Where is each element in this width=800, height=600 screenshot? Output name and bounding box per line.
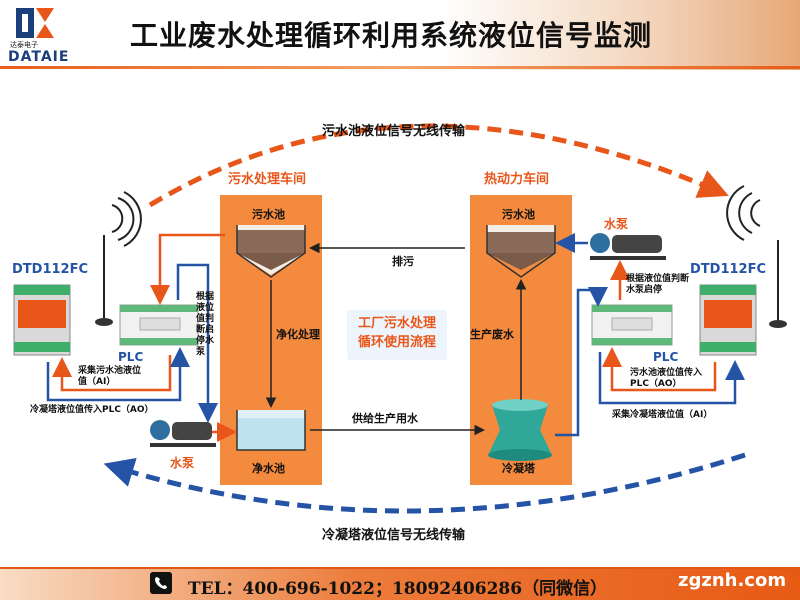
wastewater-label: 生产废水 [470, 328, 514, 341]
phone-icon [150, 572, 172, 594]
right-antenna [726, 185, 787, 328]
wireless-arc-bottom [103, 452, 746, 514]
footer-bar [0, 567, 800, 600]
process-title-box [347, 310, 447, 360]
purify-label: 净化处理 [276, 328, 320, 341]
header-bar [0, 0, 800, 70]
right-workshop-title: 热动力车间 [484, 172, 550, 187]
wireless-arc-top [148, 123, 729, 208]
left-plc-label: PLC [118, 350, 144, 364]
right-ai-blue [598, 352, 745, 405]
left-sewage-tank-label: 污水池 [252, 208, 285, 221]
right-pump-label: 水泵 [604, 217, 629, 231]
cooling-tower-label: 冷凝塔 [502, 462, 535, 475]
footer-divider [0, 567, 800, 569]
left-pump [150, 420, 216, 447]
logo-tagline: 达泰电子 [10, 41, 38, 49]
right-ao-label: 污水池液位值传入PLC（AO） [630, 368, 703, 389]
left-collect-label: 采集污水池液位值（AI） [78, 366, 142, 387]
logo-wordmark: DATAIE [8, 49, 70, 65]
right-ao-orange [602, 347, 717, 392]
left-ai-orange [52, 355, 172, 392]
left-ao-blue [46, 347, 190, 402]
left-plc-device [119, 304, 199, 346]
right-blue-tower-signal [555, 287, 608, 437]
header-divider [0, 66, 800, 69]
right-sewage-tank [486, 225, 556, 278]
left-clean-tank-label: 净水池 [252, 462, 285, 475]
left-clean-tank [236, 410, 306, 451]
right-sewage-tank-label: 污水池 [502, 208, 535, 221]
supply-water-label: 供给生产用水 [352, 412, 418, 425]
drain-label: 排污 [392, 255, 414, 268]
right-dtd112fc-device [699, 284, 757, 356]
left-device-name: DTD112FC [12, 262, 89, 277]
process-title-text: 工厂污水处理 循环使用流程 [357, 316, 436, 350]
page-title: 工业废水处理循环利用系统液位信号监测 [130, 19, 653, 52]
left-antenna [95, 191, 142, 326]
right-pump [590, 233, 666, 260]
left-sewage-tank [236, 225, 306, 278]
left-pump-label: 水泵 [170, 456, 195, 470]
site-watermark: zgznh.com [678, 570, 787, 591]
dataie-logo-icon [16, 8, 54, 38]
wireless-top-label: 污水池液位信号无线传输 [322, 124, 466, 139]
cooling-tower [488, 399, 552, 461]
left-orange-signal [150, 233, 225, 305]
left-workshop-title: 污水处理车间 [228, 172, 307, 187]
right-judge-pump-label: 根据液位值判断水泵启停 [626, 274, 690, 295]
contact-phone: TEL：400-696-1022；18092406286（同微信） [188, 579, 608, 599]
left-dtd112fc-device [13, 284, 71, 356]
wireless-bottom-label: 冷凝塔液位信号无线传输 [322, 528, 466, 543]
left-pump-control-blue [176, 263, 218, 423]
right-collect-label: 采集冷凝塔液位值（AI） [612, 410, 713, 420]
left-ao-label: 冷凝塔液位值传入PLC（AO） [30, 405, 154, 415]
right-plc-device [591, 304, 673, 346]
right-device-name: DTD112FC [690, 262, 767, 277]
right-plc-label: PLC [653, 350, 679, 364]
left-judge-pump-label: 根据液位值判断启停水泵 [196, 292, 215, 357]
